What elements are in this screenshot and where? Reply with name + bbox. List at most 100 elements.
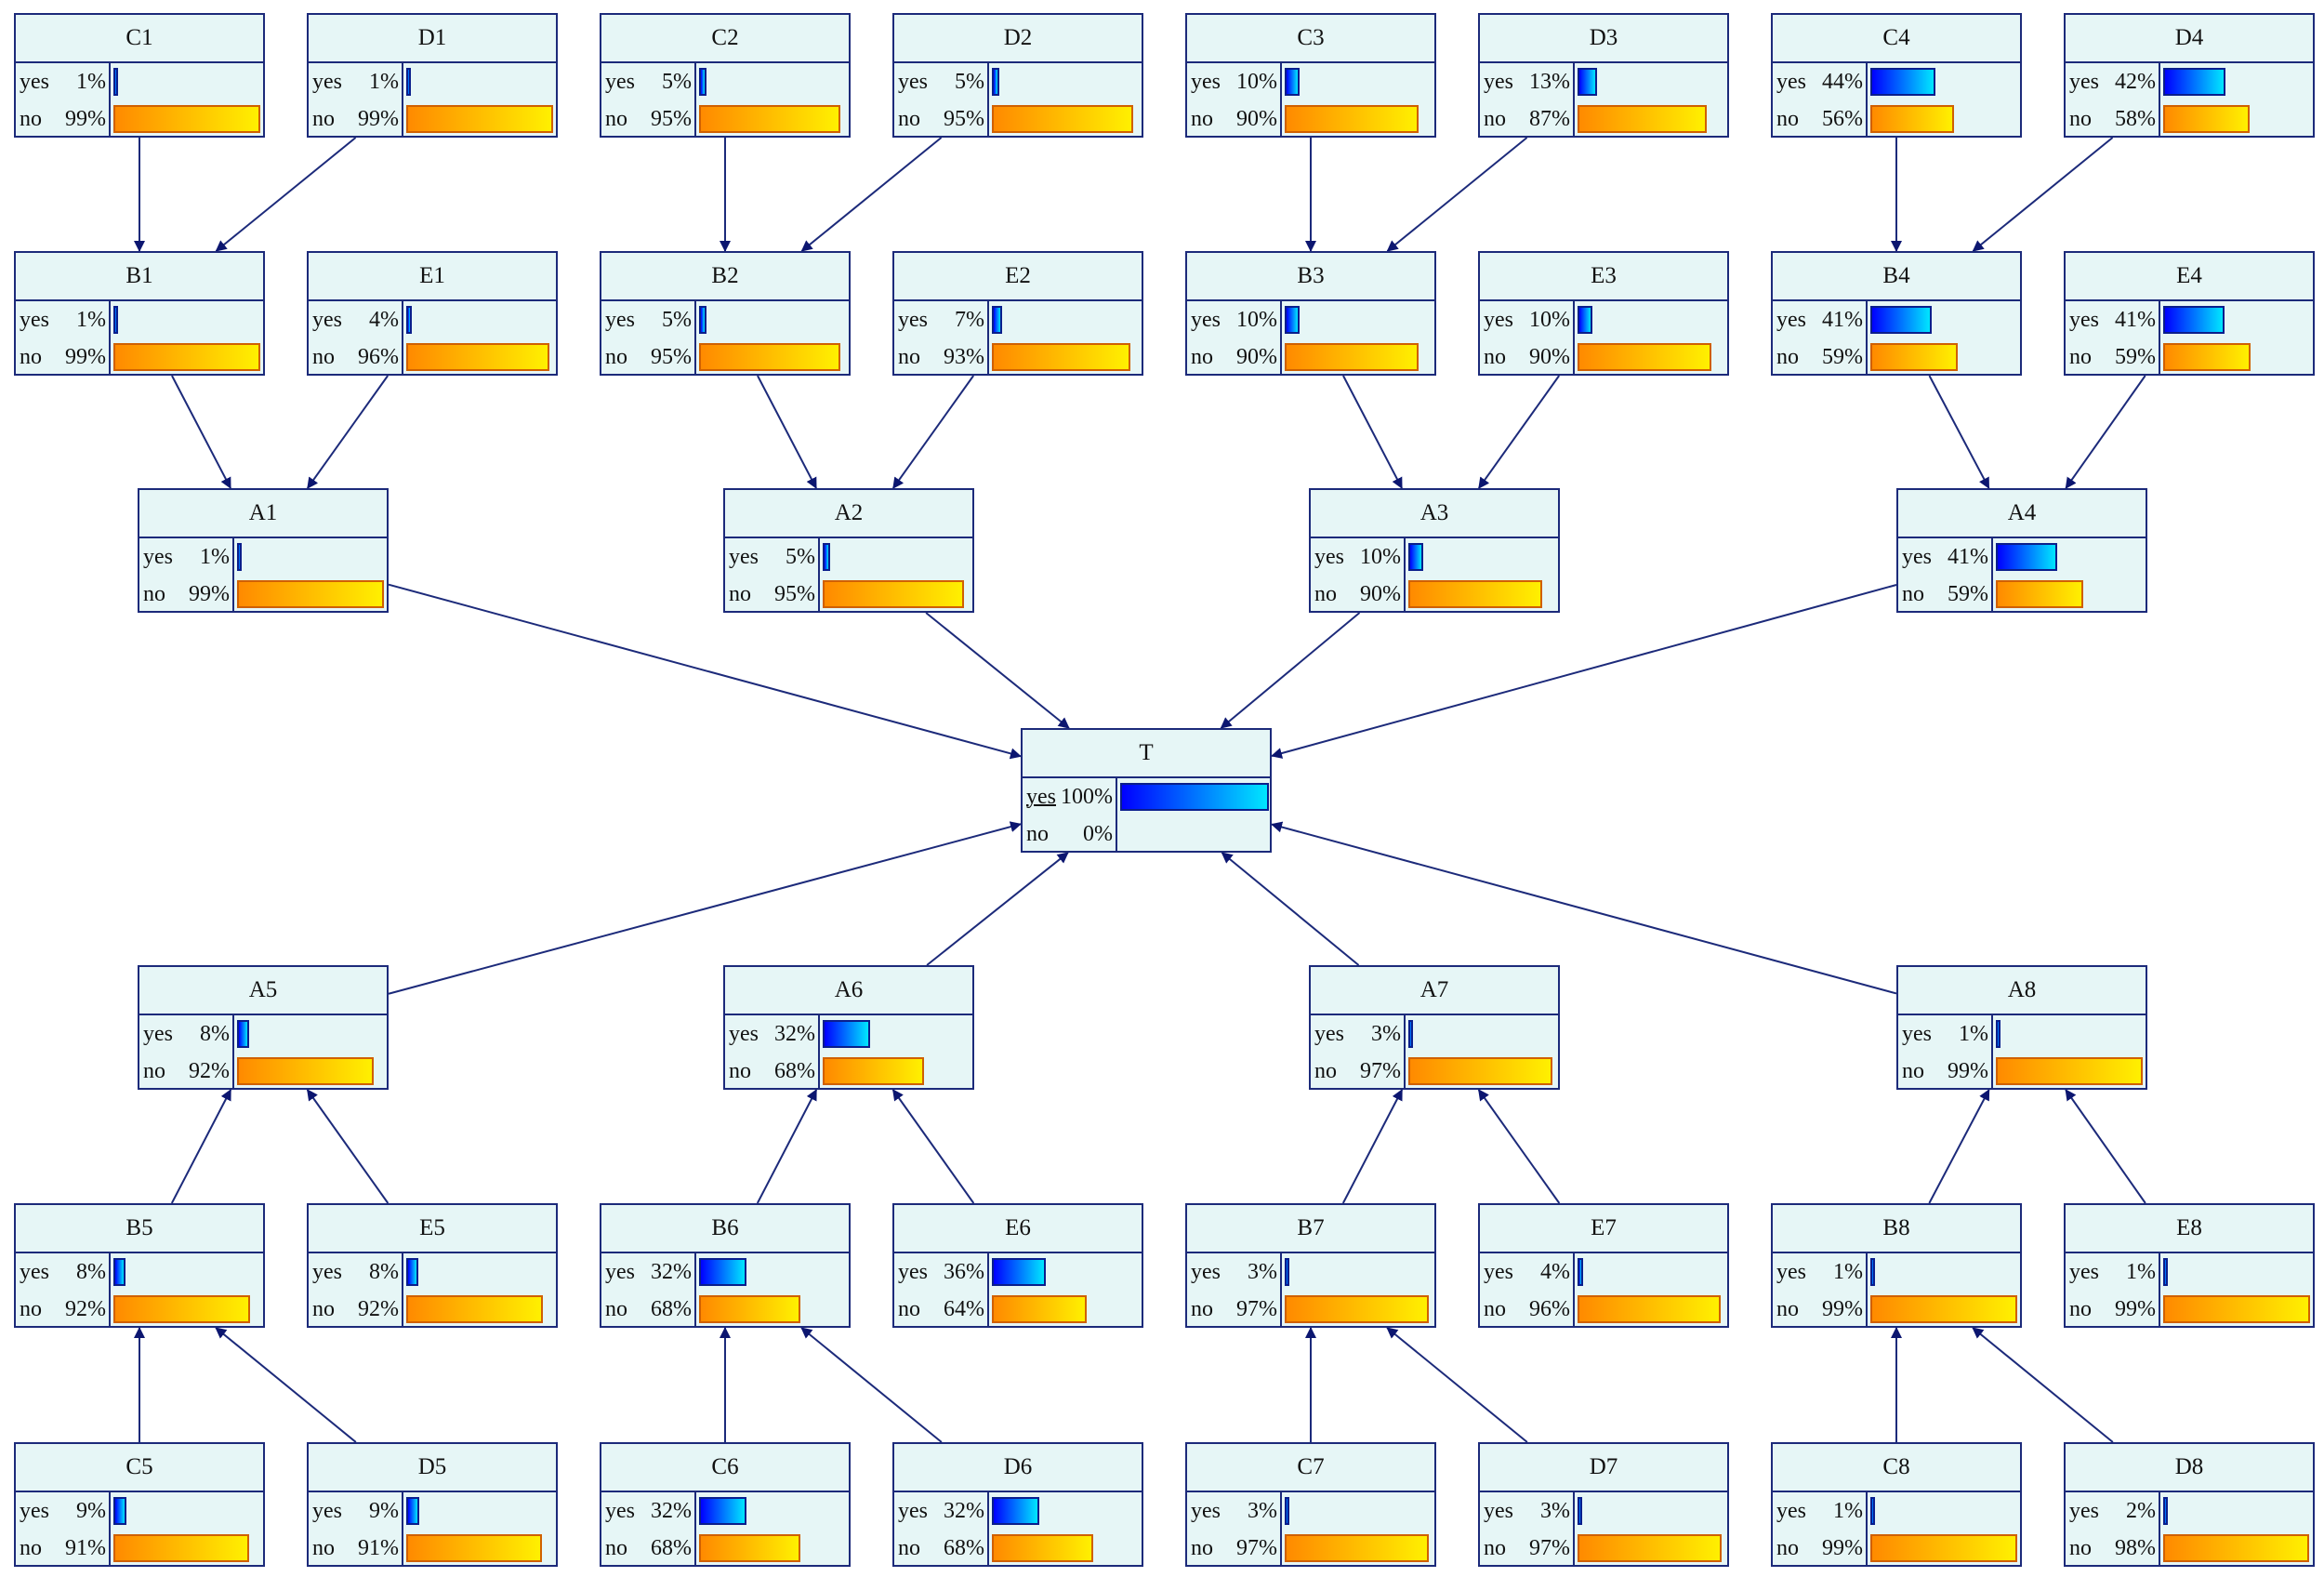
state-row-no[interactable]: no99%: [309, 100, 556, 138]
node-E5[interactable]: E5yes8%no92%: [307, 1203, 558, 1328]
state-row-no[interactable]: no99%: [16, 100, 263, 138]
node-A8[interactable]: A8yes1%no99%: [1896, 965, 2147, 1090]
state-row-no[interactable]: no59%: [1773, 338, 2020, 376]
node-E8[interactable]: E8yes1%no99%: [2064, 1203, 2315, 1328]
state-row-yes[interactable]: yes3%: [1187, 1492, 1434, 1530]
state-row-no[interactable]: no99%: [16, 338, 263, 376]
node-D1[interactable]: D1yes1%no99%: [307, 13, 558, 138]
state-row-no[interactable]: no68%: [601, 1291, 849, 1328]
node-E2[interactable]: E2yes7%no93%: [892, 251, 1143, 376]
node-D6[interactable]: D6yes32%no68%: [892, 1442, 1143, 1567]
state-row-yes[interactable]: yes7%: [894, 301, 1142, 338]
state-row-no[interactable]: no99%: [1773, 1291, 2020, 1328]
state-row-yes[interactable]: yes41%: [1773, 301, 2020, 338]
state-row-no[interactable]: no64%: [894, 1291, 1142, 1328]
node-B7[interactable]: B7yes3%no97%: [1185, 1203, 1436, 1328]
node-B6[interactable]: B6yes32%no68%: [600, 1203, 851, 1328]
state-row-yes[interactable]: yes1%: [1773, 1253, 2020, 1291]
state-row-no[interactable]: no96%: [1480, 1291, 1727, 1328]
state-row-yes[interactable]: yes5%: [601, 63, 849, 100]
node-A1[interactable]: A1yes1%no99%: [138, 488, 389, 613]
node-D4[interactable]: D4yes42%no58%: [2064, 13, 2315, 138]
state-row-no[interactable]: no92%: [16, 1291, 263, 1328]
state-row-yes[interactable]: yes44%: [1773, 63, 2020, 100]
state-row-no[interactable]: no91%: [309, 1530, 556, 1567]
state-row-no[interactable]: no95%: [725, 576, 972, 613]
node-A2[interactable]: A2yes5%no95%: [723, 488, 974, 613]
state-row-yes[interactable]: yes2%: [2066, 1492, 2313, 1530]
state-row-yes[interactable]: yes1%: [139, 538, 387, 576]
state-row-yes[interactable]: yes41%: [2066, 301, 2313, 338]
node-D2[interactable]: D2yes5%no95%: [892, 13, 1143, 138]
state-row-no[interactable]: no59%: [1898, 576, 2146, 613]
state-row-yes[interactable]: yes3%: [1480, 1492, 1727, 1530]
state-row-no[interactable]: no99%: [139, 576, 387, 613]
state-row-no[interactable]: no68%: [601, 1530, 849, 1567]
state-row-no[interactable]: no97%: [1187, 1530, 1434, 1567]
node-E3[interactable]: E3yes10%no90%: [1478, 251, 1729, 376]
node-C2[interactable]: C2yes5%no95%: [600, 13, 851, 138]
node-B4[interactable]: B4yes41%no59%: [1771, 251, 2022, 376]
state-row-yes[interactable]: yes8%: [139, 1015, 387, 1053]
state-row-yes[interactable]: yes5%: [601, 301, 849, 338]
state-row-no[interactable]: no56%: [1773, 100, 2020, 138]
state-row-no[interactable]: no90%: [1480, 338, 1727, 376]
state-row-no[interactable]: no95%: [601, 100, 849, 138]
node-D5[interactable]: D5yes9%no91%: [307, 1442, 558, 1567]
state-row-yes[interactable]: yes32%: [894, 1492, 1142, 1530]
state-row-yes[interactable]: yes42%: [2066, 63, 2313, 100]
state-row-yes[interactable]: yes3%: [1311, 1015, 1558, 1053]
state-row-no[interactable]: no90%: [1311, 576, 1558, 613]
state-row-no[interactable]: no97%: [1311, 1053, 1558, 1090]
state-row-no[interactable]: no68%: [894, 1530, 1142, 1567]
node-C3[interactable]: C3yes10%no90%: [1185, 13, 1436, 138]
state-row-yes[interactable]: yes10%: [1311, 538, 1558, 576]
node-C4[interactable]: C4yes44%no56%: [1771, 13, 2022, 138]
state-row-no[interactable]: no87%: [1480, 100, 1727, 138]
state-row-yes[interactable]: yes32%: [601, 1253, 849, 1291]
node-C6[interactable]: C6yes32%no68%: [600, 1442, 851, 1567]
state-row-yes[interactable]: yes9%: [309, 1492, 556, 1530]
state-row-yes[interactable]: yes36%: [894, 1253, 1142, 1291]
state-row-yes[interactable]: yes3%: [1187, 1253, 1434, 1291]
state-row-no[interactable]: no96%: [309, 338, 556, 376]
node-E4[interactable]: E4yes41%no59%: [2064, 251, 2315, 376]
state-row-no[interactable]: no97%: [1187, 1291, 1434, 1328]
state-row-yes[interactable]: yes1%: [309, 63, 556, 100]
state-row-yes[interactable]: yes10%: [1480, 301, 1727, 338]
state-row-yes[interactable]: yes1%: [1898, 1015, 2146, 1053]
node-C1[interactable]: C1yes1%no99%: [14, 13, 265, 138]
state-row-yes[interactable]: yes8%: [309, 1253, 556, 1291]
state-row-no[interactable]: no92%: [139, 1053, 387, 1090]
node-E1[interactable]: E1yes4%no96%: [307, 251, 558, 376]
node-D7[interactable]: D7yes3%no97%: [1478, 1442, 1729, 1567]
node-B2[interactable]: B2yes5%no95%: [600, 251, 851, 376]
node-A6[interactable]: A6yes32%no68%: [723, 965, 974, 1090]
node-A7[interactable]: A7yes3%no97%: [1309, 965, 1560, 1090]
state-row-yes[interactable]: yes13%: [1480, 63, 1727, 100]
node-E6[interactable]: E6yes36%no64%: [892, 1203, 1143, 1328]
node-A3[interactable]: A3yes10%no90%: [1309, 488, 1560, 613]
state-row-yes[interactable]: yes41%: [1898, 538, 2146, 576]
state-row-yes[interactable]: yes9%: [16, 1492, 263, 1530]
state-row-yes[interactable]: yes1%: [16, 301, 263, 338]
node-B8[interactable]: B8yes1%no99%: [1771, 1203, 2022, 1328]
node-C7[interactable]: C7yes3%no97%: [1185, 1442, 1436, 1567]
node-B3[interactable]: B3yes10%no90%: [1185, 251, 1436, 376]
state-row-no[interactable]: no68%: [725, 1053, 972, 1090]
state-row-no[interactable]: no0%: [1023, 815, 1270, 853]
state-row-yes[interactable]: yes4%: [1480, 1253, 1727, 1291]
node-D3[interactable]: D3yes13%no87%: [1478, 13, 1729, 138]
state-row-no[interactable]: no59%: [2066, 338, 2313, 376]
state-row-yes[interactable]: yes32%: [725, 1015, 972, 1053]
state-row-no[interactable]: no58%: [2066, 100, 2313, 138]
node-E7[interactable]: E7yes4%no96%: [1478, 1203, 1729, 1328]
state-row-yes[interactable]: yes1%: [1773, 1492, 2020, 1530]
state-row-no[interactable]: no92%: [309, 1291, 556, 1328]
state-row-no[interactable]: no99%: [1898, 1053, 2146, 1090]
node-A4[interactable]: A4yes41%no59%: [1896, 488, 2147, 613]
node-B1[interactable]: B1yes1%no99%: [14, 251, 265, 376]
state-row-no[interactable]: no97%: [1480, 1530, 1727, 1567]
state-row-no[interactable]: no90%: [1187, 338, 1434, 376]
state-row-yes[interactable]: yes10%: [1187, 301, 1434, 338]
